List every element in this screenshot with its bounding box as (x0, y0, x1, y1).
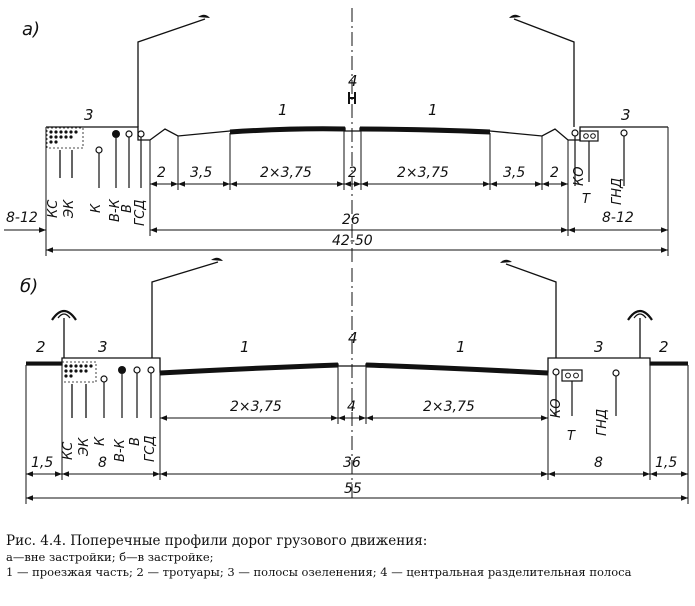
utility-label-gsd-a: ГСД (133, 200, 148, 226)
utility-label-ek-b: ЭК (77, 437, 92, 457)
dim-median-b: 4 (347, 399, 356, 415)
lane-pavement-left-b (159, 362, 339, 376)
lamp-head-left-a (198, 14, 210, 18)
dim-green-left-a: 8-12 (6, 210, 38, 226)
utility-label-ko-a: КО (572, 167, 587, 186)
dim-total-a: 42-50 (332, 233, 373, 249)
dim-lanes-right-b: 2×3,75 (423, 399, 475, 415)
caption-title: Рис. 4.4. Поперечные профили дорог грузо… (6, 533, 428, 549)
zone-label-median-b: 4 (348, 329, 358, 347)
utility-gnd-pipe-b (612, 369, 620, 377)
lane-pavement-right-b (365, 362, 549, 376)
utility-vk-pipe-b (118, 366, 126, 374)
caption-line-legend: 1 — проезжая часть; 2 — тротуары; 3 — по… (6, 565, 632, 579)
zone-label-sidewalk-left-b: 2 (36, 338, 46, 356)
profile-a: а) 3 1 4 1 3 (4, 8, 669, 262)
zone-label-lane-right-b: 1 (456, 338, 466, 356)
dim-green-right-b: 8 (594, 455, 603, 471)
utility-gsd-pipe-b (147, 366, 155, 374)
lane-pavement-right-a (359, 126, 491, 135)
utility-ko-pipe-b (552, 368, 560, 376)
zone-label-lane-left-a: 1 (278, 101, 288, 119)
zone-label-median-a: 4 (348, 72, 358, 90)
tree-right-b (627, 309, 653, 358)
utility-label-vk-a: В-К (108, 198, 123, 222)
dim-median-a: 2 (348, 165, 357, 181)
utility-cable-block-left-b (61, 361, 97, 383)
zone-label-green-right-a: 3 (621, 106, 631, 124)
lamp-post-left-a (137, 18, 206, 127)
dim-green-left-b: 8 (98, 455, 107, 471)
utility-label-k-b: К (93, 436, 108, 446)
figure-caption: Рис. 4.4. Поперечные профили дорог грузо… (6, 533, 690, 580)
panel-b-label: б) (20, 276, 38, 297)
utility-v-pipe-a (125, 130, 133, 138)
dim-sidewalk-right-a: 2 (550, 165, 559, 181)
utility-label-t-a: Т (582, 192, 591, 207)
lamp-head-right-a (509, 14, 521, 18)
utility-gnd-pipe-a (620, 129, 628, 137)
panel-a-label: а) (22, 19, 40, 40)
utility-k-pipe-b (100, 375, 108, 383)
utility-cable-block-left-a (46, 127, 84, 149)
caption-line-variants: а—вне застройки; б—в застройке; (6, 550, 214, 564)
utility-label-v-a: В (120, 204, 135, 213)
utility-label-ks-a: КС (46, 199, 61, 218)
lamp-post-right-b (505, 263, 557, 358)
utility-v-pipe-b (133, 366, 141, 374)
zone-label-lane-right-a: 1 (428, 101, 438, 119)
utility-label-gsd-b: ГСД (143, 436, 158, 462)
cross-section-diagram: а) 3 1 4 1 3 (4, 8, 689, 504)
zone-label-lane-left-b: 1 (240, 338, 250, 356)
median-post-a (348, 92, 356, 104)
profile-b: б) 2 3 1 4 1 3 2 (20, 257, 689, 504)
dim-lanes-left-a: 2×3,75 (260, 165, 312, 181)
dim-sidewalk-left-a: 2 (157, 165, 166, 181)
dim-green-right-a: 8-12 (602, 210, 634, 226)
utility-label-gnd-a: ГНД (610, 178, 625, 205)
utility-t-duct-b (561, 369, 583, 382)
utility-label-gnd-b: ГНД (595, 409, 610, 436)
utility-label-v-b: В (128, 437, 143, 446)
utility-k-pipe-a (95, 146, 103, 154)
dim-middle-b: 36 (343, 455, 361, 471)
dim-lanes-left-b: 2×3,75 (230, 399, 282, 415)
lamp-head-left-b (211, 257, 223, 261)
zone-label-green-right-b: 3 (594, 338, 604, 356)
dim-shoulder-left-a: 3,5 (190, 165, 212, 181)
utility-label-ko-b: КО (549, 399, 564, 418)
zone-label-green-left-a: 3 (84, 106, 94, 124)
dim-sidewalk-left-b: 1,5 (31, 455, 53, 471)
zone-label-sidewalk-right-b: 2 (659, 338, 669, 356)
tree-left-b (51, 309, 77, 358)
dim-total-b: 55 (344, 481, 362, 497)
utility-label-ek-a: ЭК (62, 199, 77, 219)
utility-label-ks-b: КС (61, 441, 76, 460)
utility-label-t-b: Т (567, 429, 576, 444)
utility-label-vk-b: В-К (113, 438, 128, 462)
lane-pavement-left-a (229, 126, 346, 135)
dim-shoulder-right-a: 3,5 (503, 165, 525, 181)
dim-sidewalk-right-b: 1,5 (655, 455, 677, 471)
dim-lanes-right-a: 2×3,75 (397, 165, 449, 181)
zone-label-green-left-b: 3 (98, 338, 108, 356)
lamp-head-right-b (500, 259, 512, 263)
utility-gsd-pipe-a (137, 130, 145, 138)
utility-ko-pipe-a (571, 129, 579, 137)
utility-label-k-a: К (89, 203, 104, 213)
utility-vk-pipe-a (112, 130, 120, 138)
lamp-post-left-b (151, 261, 219, 358)
lamp-post-right-a (513, 18, 575, 127)
dim-middle-a: 26 (342, 212, 360, 228)
